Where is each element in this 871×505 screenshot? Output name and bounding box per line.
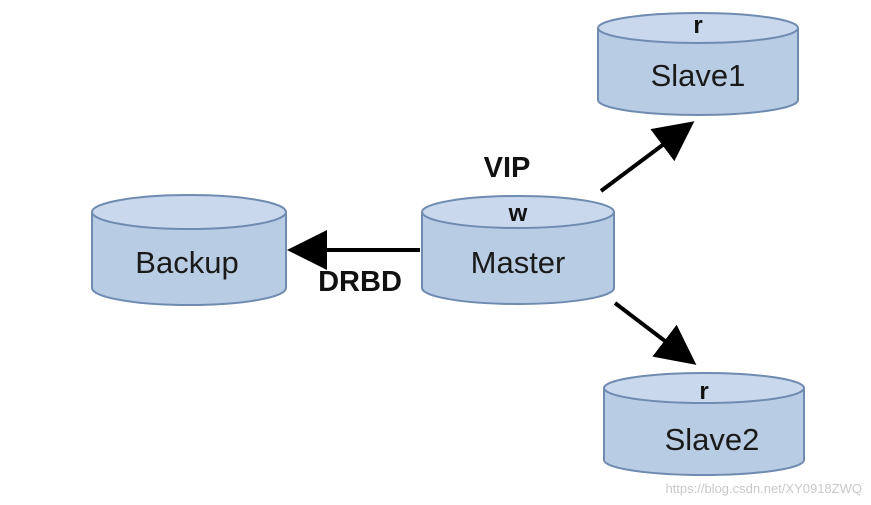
master-cylinder: w Master xyxy=(421,195,615,305)
slave1-label: Slave1 xyxy=(651,58,746,93)
slave2-label: Slave2 xyxy=(665,422,760,457)
master-role: w xyxy=(508,200,528,227)
arrow-master-to-slave1 xyxy=(599,121,695,193)
slave1-cylinder: r Slave1 xyxy=(597,12,799,116)
slave2-cylinder: r Slave2 xyxy=(603,372,805,476)
arrow-master-to-slave2 xyxy=(613,301,697,365)
backup-label: Backup xyxy=(135,245,238,280)
slave2-role: r xyxy=(699,378,708,405)
backup-cylinder: Backup xyxy=(91,194,287,306)
slave1-role: r xyxy=(693,12,702,39)
drbd-label: DRBD xyxy=(318,266,402,298)
watermark-text: https://blog.csdn.net/XY0918ZWQ xyxy=(665,481,862,496)
vip-label: VIP xyxy=(484,152,531,184)
master-label: Master xyxy=(471,245,566,280)
